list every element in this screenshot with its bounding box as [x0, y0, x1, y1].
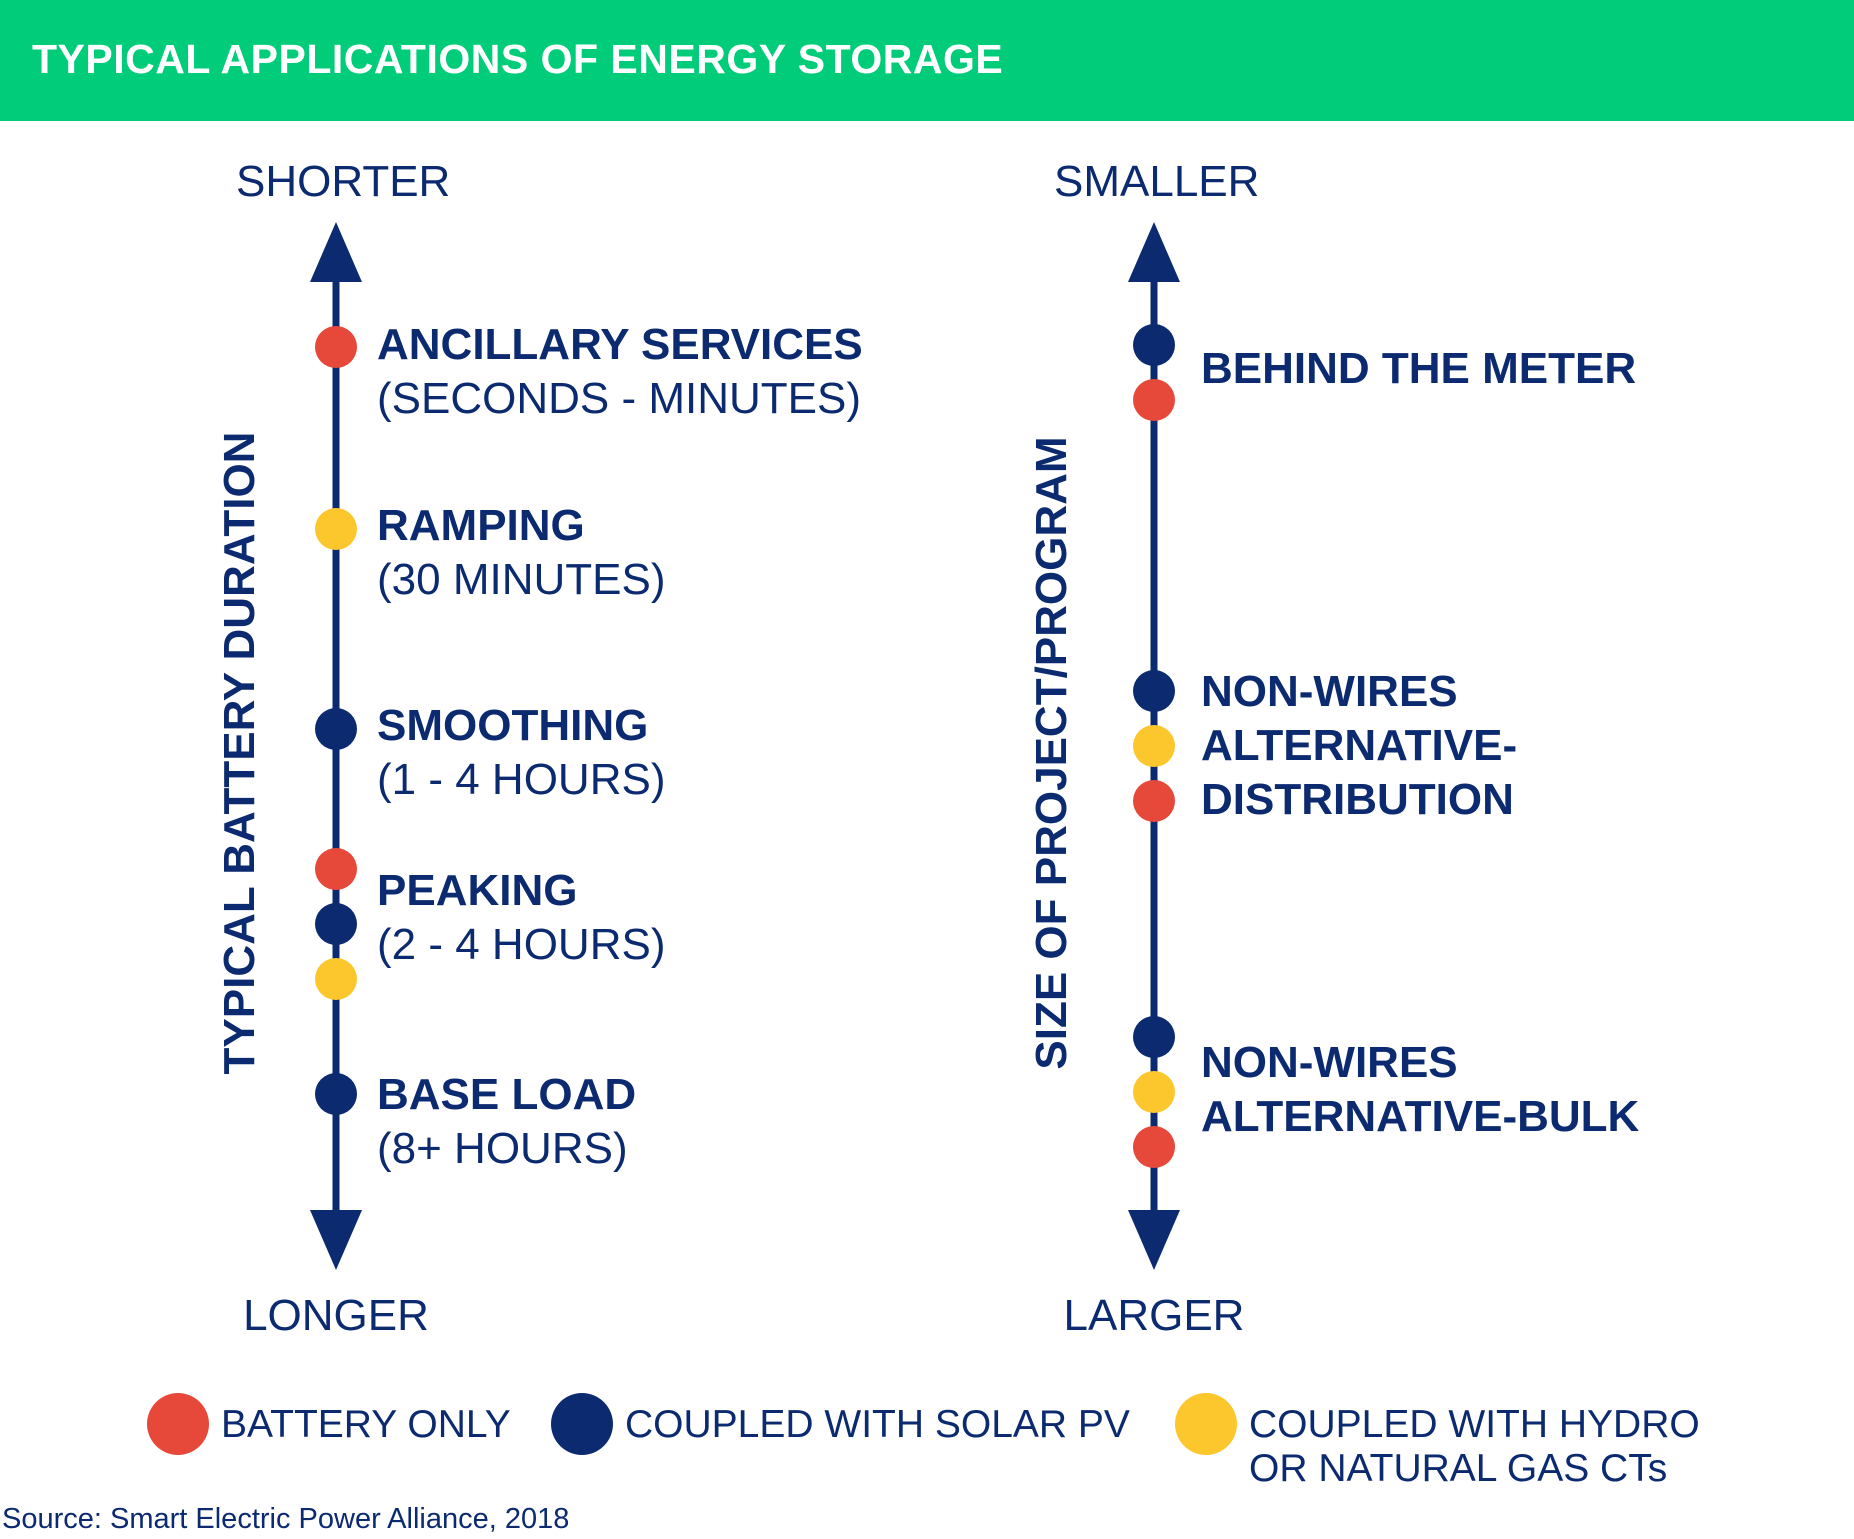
legend-battery-only-dot	[147, 1393, 209, 1455]
item-peaking-duration: (2 - 4 HOURS)	[377, 920, 666, 969]
legend-hydro-gas-label-line1: COUPLED WITH HYDRO	[1249, 1403, 1700, 1446]
header-banner: TYPICAL APPLICATIONS OF ENERGY STORAGE	[0, 0, 1854, 121]
nwa-distribution-battery-only-dot	[1133, 780, 1175, 822]
item-smoothing-duration: (1 - 4 HOURS)	[377, 755, 666, 804]
item-nwa-distribution-line2: ALTERNATIVE-	[1201, 721, 1518, 770]
legend-solar-pv-label: COUPLED WITH SOLAR PV	[625, 1403, 1130, 1446]
item-ancillary-services-name: ANCILLARY SERVICES	[377, 320, 863, 369]
left-axis-top-label: SHORTER	[236, 157, 451, 206]
left-axis-up-arrowhead	[310, 222, 362, 282]
legend-solar-pv-dot	[551, 1393, 613, 1455]
peaking-hydro-gas-dot	[315, 958, 357, 1000]
item-peaking-name: PEAKING	[377, 866, 578, 915]
right-axis-title: SIZE OF PROJECT/PROGRAM	[1027, 436, 1076, 1070]
behind-meter-battery-only-dot	[1133, 379, 1175, 421]
nwa-distribution-solar-pv-dot	[1133, 670, 1175, 712]
legend-hydro-gas-label-line2: OR NATURAL GAS CTs	[1249, 1447, 1668, 1490]
right-axis-top-label: SMALLER	[1054, 157, 1260, 206]
left-axis-title: TYPICAL BATTERY DURATION	[215, 431, 264, 1075]
right-axis-down-arrowhead	[1128, 1210, 1180, 1270]
legend-battery-only-label: BATTERY ONLY	[221, 1403, 511, 1446]
item-nwa-bulk-line1: NON-WIRES	[1201, 1038, 1458, 1087]
smoothing-solar-pv-dot	[315, 708, 357, 750]
item-ancillary-services-duration: (SECONDS - MINUTES)	[377, 374, 861, 423]
base-load-solar-pv-dot	[315, 1073, 357, 1115]
peaking-solar-pv-dot	[315, 903, 357, 945]
item-ramping-duration: (30 MINUTES)	[377, 555, 666, 604]
item-ramping-name: RAMPING	[377, 501, 585, 550]
nwa-bulk-hydro-gas-dot	[1133, 1071, 1175, 1113]
item-smoothing-name: SMOOTHING	[377, 701, 649, 750]
item-nwa-bulk-line2: ALTERNATIVE-BULK	[1201, 1092, 1640, 1141]
item-base-load-duration: (8+ HOURS)	[377, 1124, 628, 1173]
left-axis-bottom-label: LONGER	[243, 1291, 429, 1340]
source-note: Source: Smart Electric Power Alliance, 2…	[2, 1503, 570, 1535]
item-base-load-name: BASE LOAD	[377, 1070, 637, 1119]
item-behind-the-meter-name: BEHIND THE METER	[1201, 344, 1637, 393]
behind-meter-solar-pv-dot	[1133, 324, 1175, 366]
right-axis-up-arrowhead	[1128, 222, 1180, 282]
page-title: TYPICAL APPLICATIONS OF ENERGY STORAGE	[32, 36, 1004, 82]
nwa-distribution-hydro-gas-dot	[1133, 725, 1175, 767]
legend-hydro-gas-dot	[1175, 1393, 1237, 1455]
item-nwa-distribution-line3: DISTRIBUTION	[1201, 775, 1514, 824]
nwa-bulk-battery-only-dot	[1133, 1126, 1175, 1168]
ancillary-battery-only-dot	[315, 326, 357, 368]
peaking-battery-only-dot	[315, 848, 357, 890]
left-axis-down-arrowhead	[310, 1210, 362, 1270]
item-nwa-distribution-line1: NON-WIRES	[1201, 667, 1458, 716]
nwa-bulk-solar-pv-dot	[1133, 1016, 1175, 1058]
right-axis-bottom-label: LARGER	[1063, 1291, 1245, 1340]
ramping-hydro-gas-dot	[315, 508, 357, 550]
